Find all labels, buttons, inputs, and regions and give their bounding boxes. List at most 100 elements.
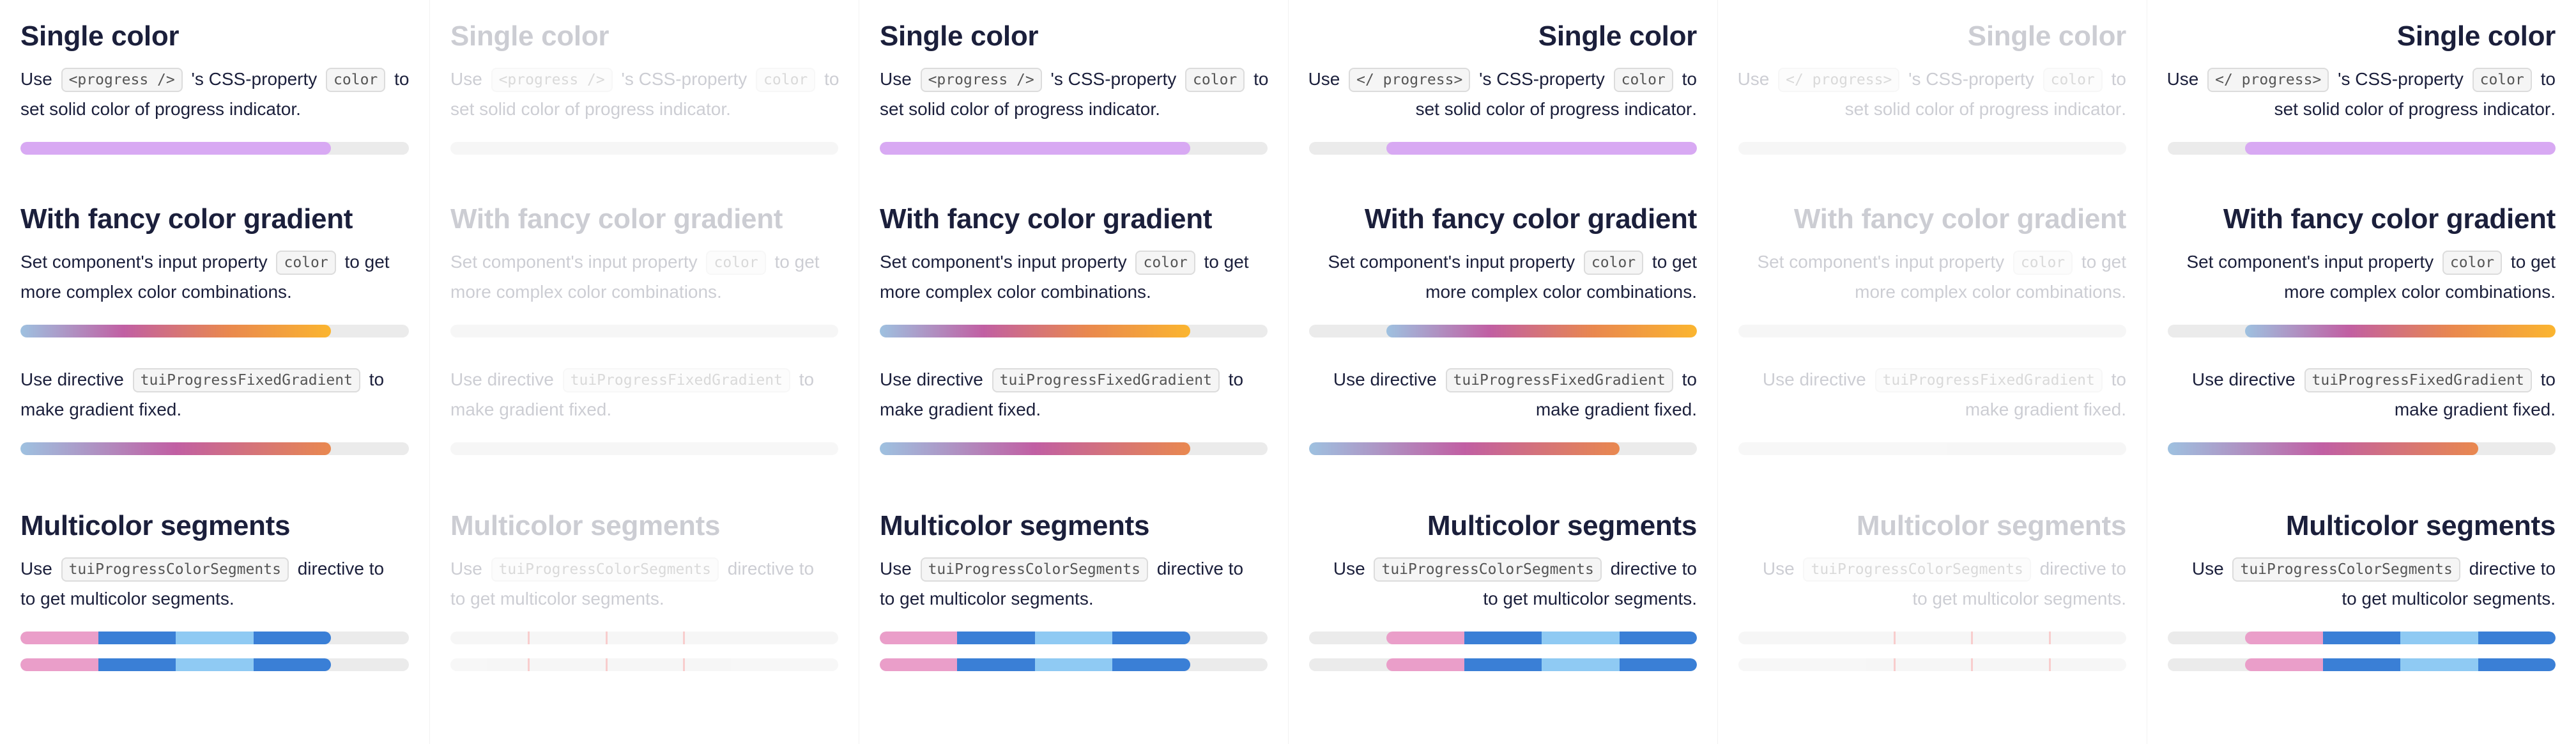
progress-segment [2322, 658, 2401, 671]
section-title: With fancy color gradient [20, 203, 353, 235]
description-text: .set solid color of progress indicator [1415, 99, 1697, 119]
section-description: Use directive tuiProgressFixedGradient t… [2168, 364, 2556, 424]
description-text: Set component's input property [20, 252, 273, 272]
description-text: to [2535, 369, 2556, 389]
description-text: make gradient fixed. [450, 399, 612, 419]
code-chip: tuiProgressFixedGradient [1445, 368, 1673, 392]
description-text: to get multicolor segments. [20, 589, 234, 608]
section-description: Use tuiProgressColorSegments directive t… [2168, 554, 2556, 614]
code-chip: </ progress> [1349, 68, 1471, 92]
gradient-section: With fancy color gradient Set component'… [1309, 199, 1697, 506]
progress-bar-single [2168, 142, 2556, 155]
description-text: to [389, 69, 410, 89]
description-text: .make gradient fixed [1535, 399, 1697, 419]
progress-bar-segments [1738, 658, 2126, 671]
progress-segment [1894, 658, 1971, 671]
progress-fill [2245, 142, 2556, 155]
description-text: to [793, 369, 815, 389]
progress-segment [683, 658, 760, 671]
description-text: Use [1762, 559, 1800, 578]
progress-bar-gradient [880, 325, 1268, 337]
code-chip: color [706, 251, 766, 275]
progress-fill [880, 325, 1190, 337]
description-text: directive to [1151, 559, 1244, 578]
description-text: set solid color of progress indicator. [20, 99, 301, 119]
progress-bar-gradient [2168, 325, 2556, 337]
description-text: to get multicolor segments. [450, 589, 664, 608]
progress-bar-segments [450, 632, 838, 644]
description-text: to get [1199, 252, 1249, 272]
progress-segment [957, 632, 1035, 644]
description-text: Use [1737, 69, 1775, 89]
progress-segment [1034, 632, 1113, 644]
progress-bar-single [1738, 142, 2126, 155]
progress-segment [20, 658, 98, 671]
description-text: Use directive [2191, 369, 2301, 389]
progress-segment [1034, 658, 1113, 671]
progress-segment [450, 632, 528, 644]
progress-segment [20, 632, 98, 644]
description-text: make gradient fixed. [20, 399, 182, 419]
description-text: .more complex color combinations [2284, 282, 2556, 302]
progress-bar-single [450, 142, 838, 155]
section-title: Single color [1967, 20, 2127, 52]
section-description: Use directive tuiProgressFixedGradient t… [20, 364, 409, 424]
section-description: Set component's input property color to … [20, 247, 409, 307]
progress-bar-segments [1738, 632, 2126, 644]
section-title: Multicolor segments [880, 510, 1150, 541]
section-title: Single color [20, 20, 180, 52]
description-text: .make gradient fixed [2394, 399, 2556, 419]
progress-bar-fixed-gradient [2168, 442, 2556, 455]
progress-segment [2400, 658, 2478, 671]
progress-segment [450, 658, 528, 671]
section-description: Use </ progress> 's CSS-property color t… [2167, 64, 2556, 124]
description-text: .set solid color of progress indicator [2274, 99, 2556, 119]
code-chip: color [1185, 68, 1245, 92]
description-text: Set component's input property [1328, 252, 1580, 272]
code-chip: tuiProgressColorSegments [1374, 557, 1602, 582]
progress-fill [20, 325, 332, 337]
code-chip: color [1613, 68, 1673, 92]
progress-segment [606, 632, 683, 644]
progress-bar-gradient [1738, 325, 2126, 337]
segment-divider [605, 632, 608, 644]
section-description: Set component's input property color to … [1309, 247, 1697, 307]
progress-segment [2478, 632, 2556, 644]
progress-segment [1464, 658, 1542, 671]
code-chip: color [2043, 68, 2103, 92]
progress-bar-segments [450, 658, 838, 671]
code-chip: color [2442, 251, 2503, 275]
description-text: to [1676, 369, 1697, 389]
description-text: Set component's input property [880, 252, 1132, 272]
section-title: Single color [880, 20, 1039, 52]
progress-bar-single [880, 142, 1268, 155]
description-text: to get multicolor segments. [880, 589, 1094, 608]
section-title: With fancy color gradient [2223, 203, 2556, 235]
description-text: 's CSS-property [1474, 69, 1610, 89]
description-text: Use [880, 559, 917, 578]
description-text: set solid color of progress indicator. [880, 99, 1160, 119]
code-chip: tuiProgressFixedGradient [1874, 368, 2103, 392]
progress-fill [880, 442, 1190, 455]
description-text: more complex color combinations. [20, 282, 292, 302]
progress-segment [606, 658, 683, 671]
segment-divider [2048, 658, 2051, 671]
section-description: Use tuiProgressColorSegments directive t… [880, 554, 1268, 614]
progress-fill [20, 142, 332, 155]
description-text: 's CSS-property [186, 69, 323, 89]
segment-divider [683, 658, 686, 671]
progress-bar-segments [20, 658, 409, 671]
progress-segment [176, 658, 254, 671]
segments-section: Multicolor segments Use tuiProgressColor… [1738, 506, 2126, 671]
progress-bar-fixed-gradient [1309, 442, 1697, 455]
description-text: to [2106, 369, 2126, 389]
code-chip: <progress /> [920, 68, 1042, 92]
demo-panel-5: Single color Use </ progress> 's CSS-pro… [1717, 0, 2147, 744]
section-description: Use <progress /> 's CSS-property color t… [880, 64, 1268, 124]
progress-fill [20, 442, 332, 455]
progress-segment [2400, 632, 2478, 644]
description-text: Use directive [1762, 369, 1871, 389]
description-text: directive to [292, 559, 385, 578]
description-text: .make gradient fixed [1965, 399, 2126, 419]
section-description: Use </ progress> 's CSS-property color t… [1738, 64, 2126, 124]
